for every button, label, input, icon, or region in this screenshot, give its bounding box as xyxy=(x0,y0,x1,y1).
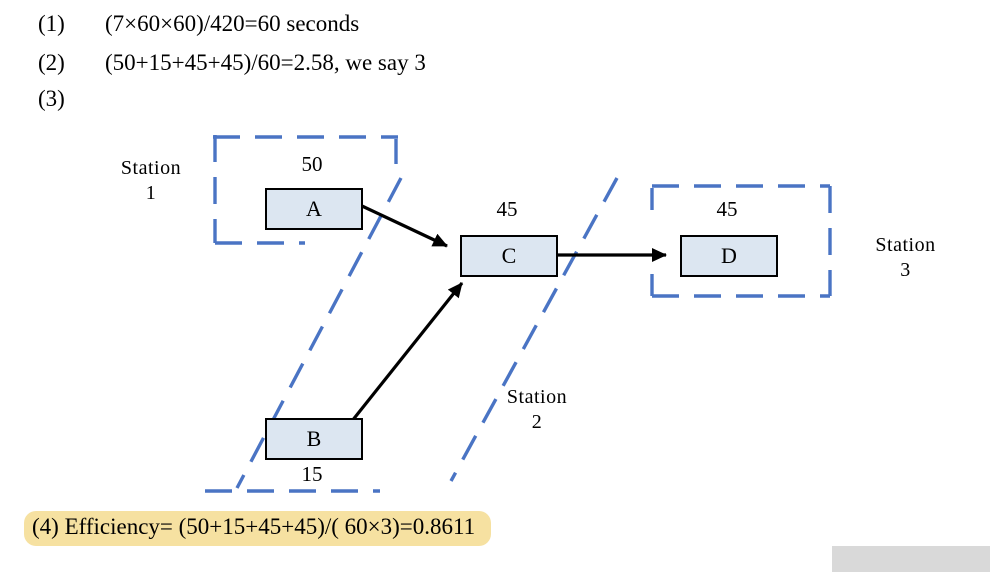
note-line-3: (3) xyxy=(38,86,105,112)
task-node-c-label: C xyxy=(501,243,517,268)
station-2-number: 2 xyxy=(531,411,543,433)
note-3-number: (3) xyxy=(38,86,65,111)
station-1-number: 1 xyxy=(145,182,157,204)
task-node-b: B xyxy=(265,418,363,460)
task-node-d: D xyxy=(680,235,778,277)
station-divider-right xyxy=(449,177,619,482)
task-node-a: A xyxy=(265,188,363,230)
note-1-text: (7×60×60)/420=60 seconds xyxy=(105,11,360,36)
station-3-word: Station xyxy=(875,234,936,256)
task-c-time: 45 xyxy=(496,197,518,221)
station-3-number: 3 xyxy=(900,259,911,281)
task-node-a-label: A xyxy=(306,196,322,221)
arrow-a-to-c xyxy=(361,204,448,248)
arrow-b-to-c xyxy=(350,282,464,422)
note-line-2: (2) (50+15+45+45)/60=2.58, we say 3 xyxy=(38,50,426,76)
station-2-word: Station xyxy=(506,386,568,408)
task-node-d-label: D xyxy=(721,243,737,268)
station-divider-left xyxy=(235,177,403,489)
station-2-label: Station 2 xyxy=(492,385,582,435)
task-b-time: 15 xyxy=(301,462,323,486)
efficiency-result-text: (4) Efficiency= (50+15+45+45)/( 60×3)=0.… xyxy=(32,514,476,539)
note-1-number: (1) xyxy=(38,11,65,36)
bottom-right-gray-block xyxy=(832,546,990,572)
task-d-time: 45 xyxy=(716,197,738,221)
station-1-word: Station xyxy=(120,157,182,179)
note-2-text: (50+15+45+45)/60=2.58, we say 3 xyxy=(105,50,426,75)
station-1-label: Station 1 xyxy=(105,156,197,206)
task-node-c: C xyxy=(460,235,558,277)
note-2-number: (2) xyxy=(38,50,65,75)
task-node-b-label: B xyxy=(306,426,322,451)
note-line-1: (1) (7×60×60)/420=60 seconds xyxy=(38,11,359,37)
station-3-label: Station 3 xyxy=(858,233,953,283)
task-a-time: 50 xyxy=(301,152,323,176)
efficiency-result-highlight: (4) Efficiency= (50+15+45+45)/( 60×3)=0.… xyxy=(24,511,492,546)
